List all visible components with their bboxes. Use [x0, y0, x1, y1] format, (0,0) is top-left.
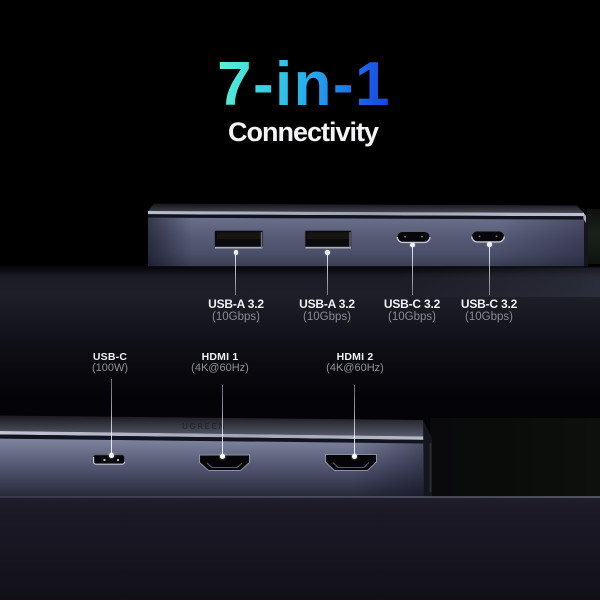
svg-text:UGREEN: UGREEN: [182, 422, 226, 431]
